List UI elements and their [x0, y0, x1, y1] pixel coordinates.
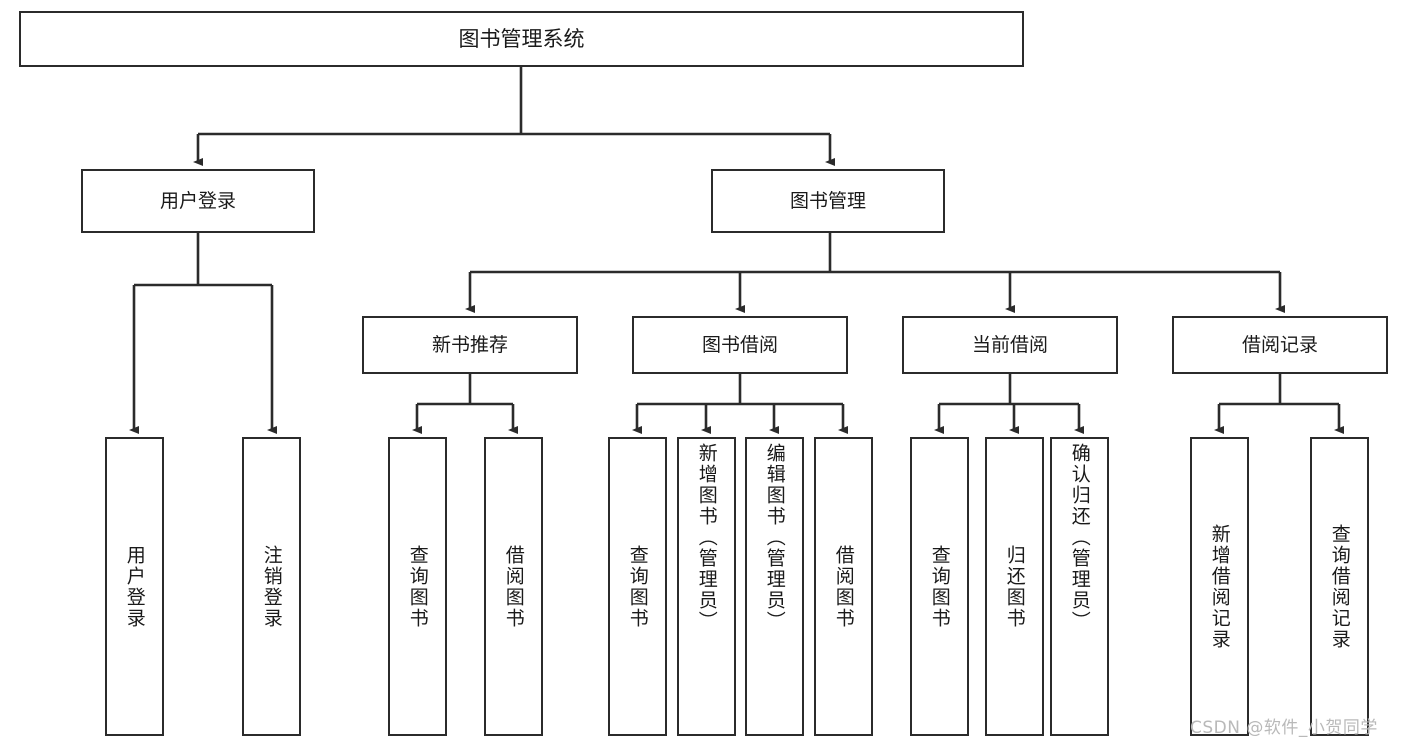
node-leaf-add-record[interactable]: 新增借阅记录: [1190, 437, 1249, 736]
node-current-borrow[interactable]: 当前借阅: [902, 316, 1118, 374]
node-leaf-borrow-book-2[interactable]: 借阅图书: [814, 437, 873, 736]
node-leaf-add-book[interactable]: 新增图书（管理员）: [677, 437, 736, 736]
node-book-borrow[interactable]: 图书借阅: [632, 316, 848, 374]
node-new-book-rec[interactable]: 新书推荐: [362, 316, 578, 374]
node-leaf-query-book-1[interactable]: 查询图书: [388, 437, 447, 736]
node-leaf-logout[interactable]: 注销登录: [242, 437, 301, 736]
node-leaf-user-login[interactable]: 用户登录: [105, 437, 164, 736]
node-leaf-confirm-return[interactable]: 确认归还（管理员）: [1050, 437, 1109, 736]
node-book-manage[interactable]: 图书管理: [711, 169, 945, 233]
node-borrow-record[interactable]: 借阅记录: [1172, 316, 1388, 374]
node-root-title[interactable]: 图书管理系统: [19, 11, 1024, 67]
node-user-login[interactable]: 用户登录: [81, 169, 315, 233]
node-leaf-query-book-2[interactable]: 查询图书: [608, 437, 667, 736]
node-leaf-query-book-3[interactable]: 查询图书: [910, 437, 969, 736]
node-leaf-return-book[interactable]: 归还图书: [985, 437, 1044, 736]
node-leaf-borrow-book-1[interactable]: 借阅图书: [484, 437, 543, 736]
csdn-watermark: CSDN @软件_小贺同学: [1190, 718, 1378, 738]
node-leaf-query-record[interactable]: 查询借阅记录: [1310, 437, 1369, 736]
node-leaf-edit-book[interactable]: 编辑图书（管理员）: [745, 437, 804, 736]
